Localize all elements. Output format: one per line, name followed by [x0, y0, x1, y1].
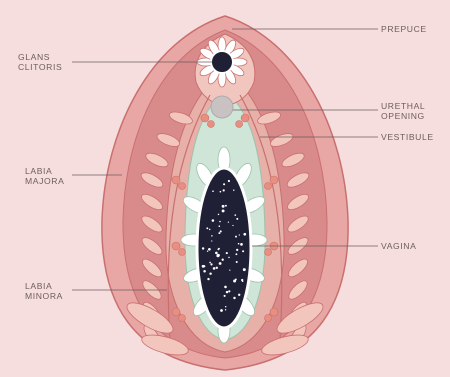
- star-dot: [232, 225, 233, 226]
- star-dot: [225, 309, 226, 310]
- berry: [270, 308, 278, 316]
- star-dot: [206, 227, 208, 229]
- star-dot: [208, 248, 211, 251]
- star-dot: [235, 279, 237, 281]
- star-dot: [236, 261, 238, 263]
- urethral-opening-shape: [211, 96, 233, 118]
- star-dot: [223, 183, 225, 185]
- star-dot: [220, 191, 222, 193]
- star-dot: [223, 189, 225, 191]
- star-dot: [228, 221, 229, 222]
- label-vestibule: VESTIBULE: [381, 132, 434, 142]
- star-dot: [203, 270, 206, 273]
- star-dot: [202, 265, 205, 268]
- berry: [179, 315, 186, 322]
- star-dot: [220, 309, 223, 312]
- star-dot: [243, 268, 246, 271]
- berry: [179, 183, 186, 190]
- berry: [265, 249, 272, 256]
- label-vagina: VAGINA: [381, 241, 416, 251]
- berry: [270, 176, 278, 184]
- star-dot: [212, 190, 214, 192]
- berry: [265, 183, 272, 190]
- star-dot: [213, 267, 216, 270]
- star-dot: [236, 249, 238, 251]
- star-dot: [209, 272, 211, 274]
- star-dot: [207, 251, 208, 252]
- berry: [179, 249, 186, 256]
- vagina-shape: [197, 168, 251, 328]
- star-dot: [235, 253, 237, 255]
- star-dot: [216, 267, 218, 269]
- star-dot: [228, 180, 230, 182]
- star-dot: [239, 234, 240, 235]
- star-dot: [224, 295, 226, 297]
- star-dot: [222, 259, 224, 261]
- star-dot: [219, 262, 222, 265]
- label-urethral-opening: URETHAL OPENING: [381, 101, 425, 121]
- star-dot: [211, 240, 212, 241]
- label-glans-clitoris: GLANS CLITORIS: [18, 52, 62, 72]
- star-dot: [215, 252, 218, 255]
- star-dot: [202, 247, 204, 249]
- star-dot: [209, 229, 211, 231]
- berry: [172, 176, 180, 184]
- star-dot: [242, 250, 244, 252]
- star-dot: [235, 236, 237, 238]
- star-dot: [225, 205, 227, 207]
- star-dot: [220, 230, 222, 232]
- star-dot: [224, 286, 227, 289]
- star-dot: [219, 221, 221, 223]
- star-dot: [226, 252, 228, 254]
- star-dot: [218, 232, 220, 234]
- star-dot: [229, 270, 230, 271]
- label-labia-majora: LABIA MAJORA: [25, 166, 64, 186]
- berry: [241, 114, 249, 122]
- star-dot: [218, 214, 220, 216]
- star-dot: [211, 235, 212, 236]
- berry: [236, 121, 243, 128]
- star-dot: [209, 262, 211, 264]
- star-dot: [238, 294, 240, 296]
- star-dot: [212, 219, 215, 222]
- glans-clitoris-center: [211, 51, 233, 73]
- star-dot: [217, 248, 219, 250]
- berry: [172, 308, 180, 316]
- star-dot: [228, 290, 230, 292]
- berry: [172, 242, 180, 250]
- berry: [201, 114, 209, 122]
- star-dot: [222, 205, 225, 208]
- berry: [265, 315, 272, 322]
- star-dot: [242, 280, 244, 282]
- star-dot: [225, 306, 226, 307]
- star-dot: [217, 254, 220, 257]
- star-dot: [219, 225, 221, 227]
- star-dot: [238, 243, 240, 245]
- label-labia-minora: LABIA MINORA: [25, 281, 63, 301]
- star-dot: [233, 189, 234, 190]
- star-dot: [243, 233, 246, 236]
- star-dot: [233, 297, 235, 299]
- star-dot: [241, 244, 242, 245]
- star-dot: [228, 257, 230, 259]
- star-dot: [210, 263, 212, 265]
- star-dot: [226, 291, 228, 293]
- star-dot: [207, 278, 209, 280]
- berry: [207, 121, 214, 128]
- star-dot: [222, 209, 225, 212]
- label-prepuce: PREPUCE: [381, 24, 427, 34]
- star-dot: [236, 218, 238, 220]
- star-dot: [234, 214, 236, 216]
